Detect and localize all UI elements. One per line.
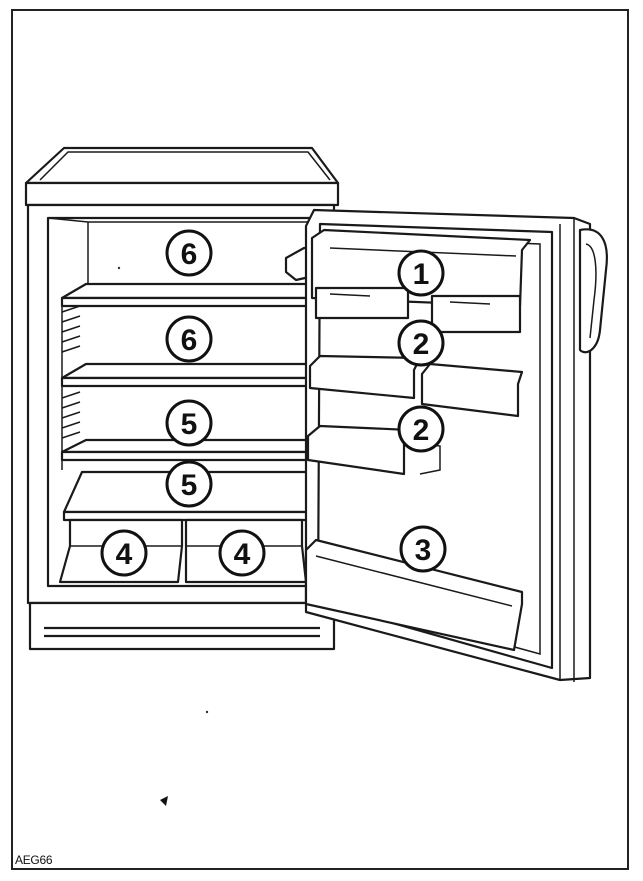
callout-2-upper: 2: [399, 321, 443, 365]
cabinet-worktop: [26, 148, 338, 183]
callout-3: 3: [401, 527, 445, 571]
callout-label: 2: [413, 328, 430, 361]
callout-label: 4: [116, 538, 133, 571]
cabinet-worktop-edge: [26, 183, 338, 205]
callout-label: 5: [181, 408, 198, 441]
door-handle: [580, 229, 607, 352]
fridge-door: [306, 210, 607, 682]
callout-label: 3: [415, 534, 432, 567]
callout-2-lower: 2: [399, 407, 443, 451]
callout-6-lower: 6: [167, 317, 211, 361]
fridge-cabinet: [26, 148, 338, 649]
callout-1: 1: [399, 251, 443, 295]
callout-label: 1: [413, 258, 430, 291]
callout-label: 2: [413, 414, 430, 447]
cabinet-plinth: [30, 603, 334, 649]
figure-code: AEG66: [15, 853, 52, 867]
callout-6-upper: 6: [167, 231, 211, 275]
callout-4-left: 4: [102, 531, 146, 575]
cabinet-shelf-a: [62, 284, 310, 298]
callout-label: 6: [181, 238, 198, 271]
callout-label: 6: [181, 324, 198, 357]
callout-label: 5: [181, 469, 198, 502]
callout-5-upper: 5: [167, 401, 211, 445]
callout-4-right: 4: [220, 531, 264, 575]
cabinet-shelf-b: [62, 364, 310, 378]
callout-5-lower: 5: [167, 462, 211, 506]
callout-label: 4: [234, 538, 251, 571]
